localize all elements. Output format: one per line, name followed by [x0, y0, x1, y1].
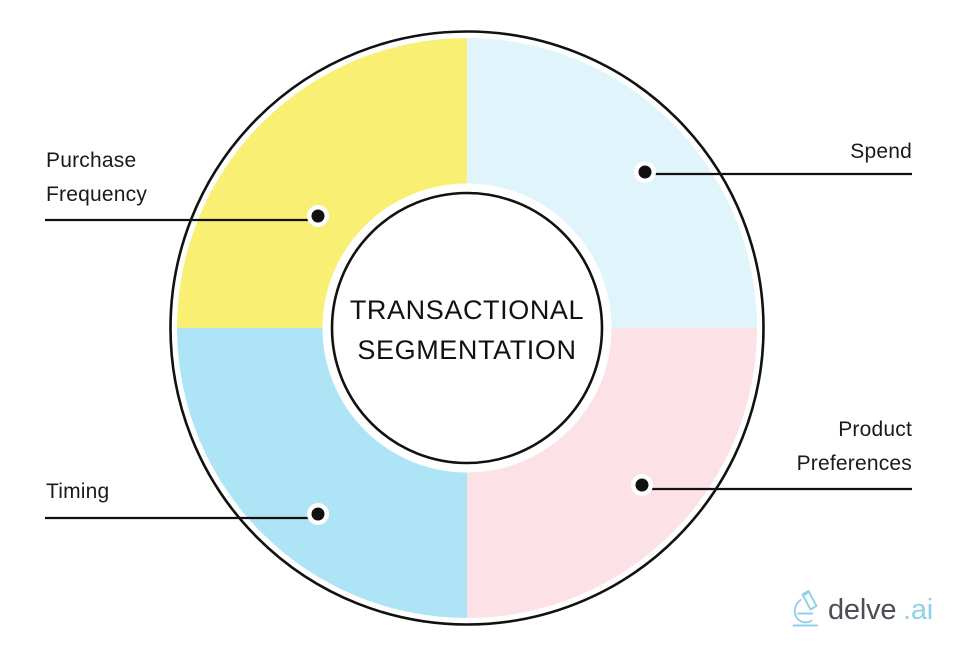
- center-circle: [330, 191, 604, 465]
- label-timing-line-1: Timing: [46, 480, 109, 503]
- label-spend-line-1: Spend: [850, 140, 912, 163]
- leader-product-preferences: [631, 474, 912, 496]
- brand-name: delve: [828, 594, 896, 626]
- label-product-preferences-line-2: Preferences: [797, 452, 912, 475]
- leader-timing: [45, 503, 329, 525]
- label-purchase-frequency-line-1: Purchase: [46, 149, 136, 172]
- microscope-icon: [792, 590, 818, 627]
- brand-logo[interactable]: delve .ai: [792, 590, 934, 627]
- leader-dot-product-preferences[interactable]: [635, 478, 649, 492]
- leader-spend: [634, 161, 912, 183]
- label-purchase-frequency-line-2: Frequency: [46, 183, 147, 206]
- leader-purchase-frequency: [45, 205, 329, 227]
- leader-dot-purchase-frequency[interactable]: [311, 209, 325, 223]
- center-title-line-1: TRANSACTIONAL: [350, 295, 584, 325]
- label-product-preferences-line-1: Product: [838, 418, 912, 441]
- leader-dot-spend[interactable]: [638, 165, 652, 179]
- center-title-line-2: SEGMENTATION: [357, 335, 576, 365]
- leader-dot-timing[interactable]: [311, 507, 325, 521]
- brand-suffix: .ai: [903, 594, 933, 626]
